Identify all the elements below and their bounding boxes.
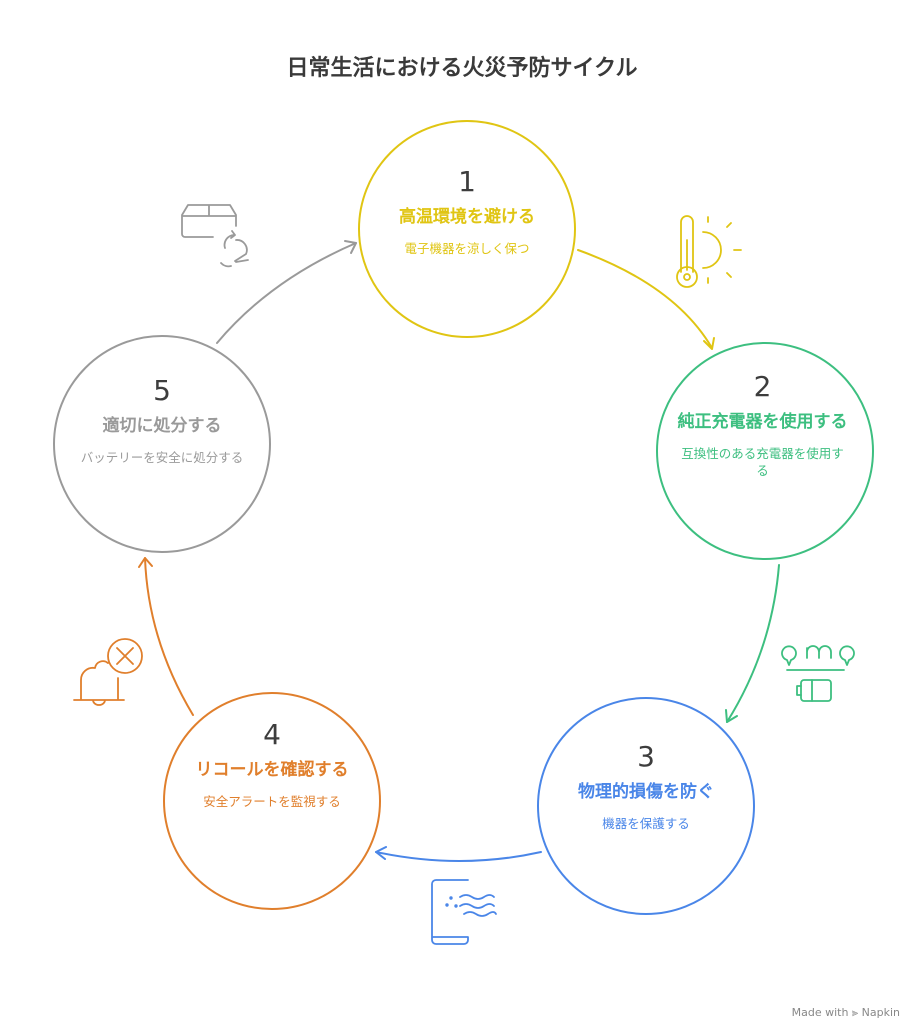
step-4-description: 安全アラートを監視する <box>203 794 341 809</box>
box-recycle-icon <box>181 204 249 268</box>
thermometer-sun-icon <box>676 215 742 288</box>
step-1-circle <box>358 120 576 338</box>
device-protection-icon <box>431 879 497 945</box>
step-4-circle <box>163 692 381 910</box>
arrow-3-to-4 <box>375 846 542 862</box>
napkin-watermark: Made with ⫸ Napkin <box>791 1006 900 1019</box>
step-4-number: 4 <box>263 718 281 751</box>
arrow-1-to-2 <box>577 249 715 350</box>
bell-alert-icon <box>73 638 143 706</box>
arrow-5-to-1 <box>216 240 357 344</box>
step-3-number: 3 <box>637 740 655 773</box>
charger-battery-icon <box>781 645 855 702</box>
step-3-circle <box>537 697 755 915</box>
step-4-heading: リコールを確認する <box>195 760 349 780</box>
step-5-description: バッテリーを安全に処分する <box>80 450 244 465</box>
step-5-heading: 適切に処分する <box>102 416 222 436</box>
step-1-heading: 高温環境を避ける <box>399 207 535 227</box>
arrow-2-to-3 <box>725 564 780 723</box>
step-4: 4 リコールを確認する 安全アラートを監視する <box>177 718 367 810</box>
step-2-heading: 純正充電器を使用する <box>677 412 848 432</box>
step-2-description: 互換性のある充電器を使用する <box>681 446 844 478</box>
step-1-number: 1 <box>458 165 476 198</box>
step-2: 2 純正充電器を使用する 互換性のある充電器を使用する <box>670 370 855 479</box>
step-5: 5 適切に処分する バッテリーを安全に処分する <box>67 374 257 466</box>
step-2-circle <box>656 342 874 560</box>
step-3-description: 機器を保護する <box>602 816 690 831</box>
step-3-heading: 物理的損傷を防ぐ <box>578 782 714 802</box>
diagram-title: 日常生活における火災予防サイクル <box>286 56 638 81</box>
arrow-4-to-5 <box>138 557 194 716</box>
step-5-number: 5 <box>153 374 171 407</box>
step-5-circle <box>53 335 271 553</box>
step-2-number: 2 <box>753 370 772 403</box>
step-1-description: 電子機器を涼しく保つ <box>404 241 530 256</box>
step-3: 3 物理的損傷を防ぐ 機器を保護する <box>551 740 741 832</box>
step-1: 1 高温環境を避ける 電子機器を涼しく保つ <box>372 165 562 257</box>
